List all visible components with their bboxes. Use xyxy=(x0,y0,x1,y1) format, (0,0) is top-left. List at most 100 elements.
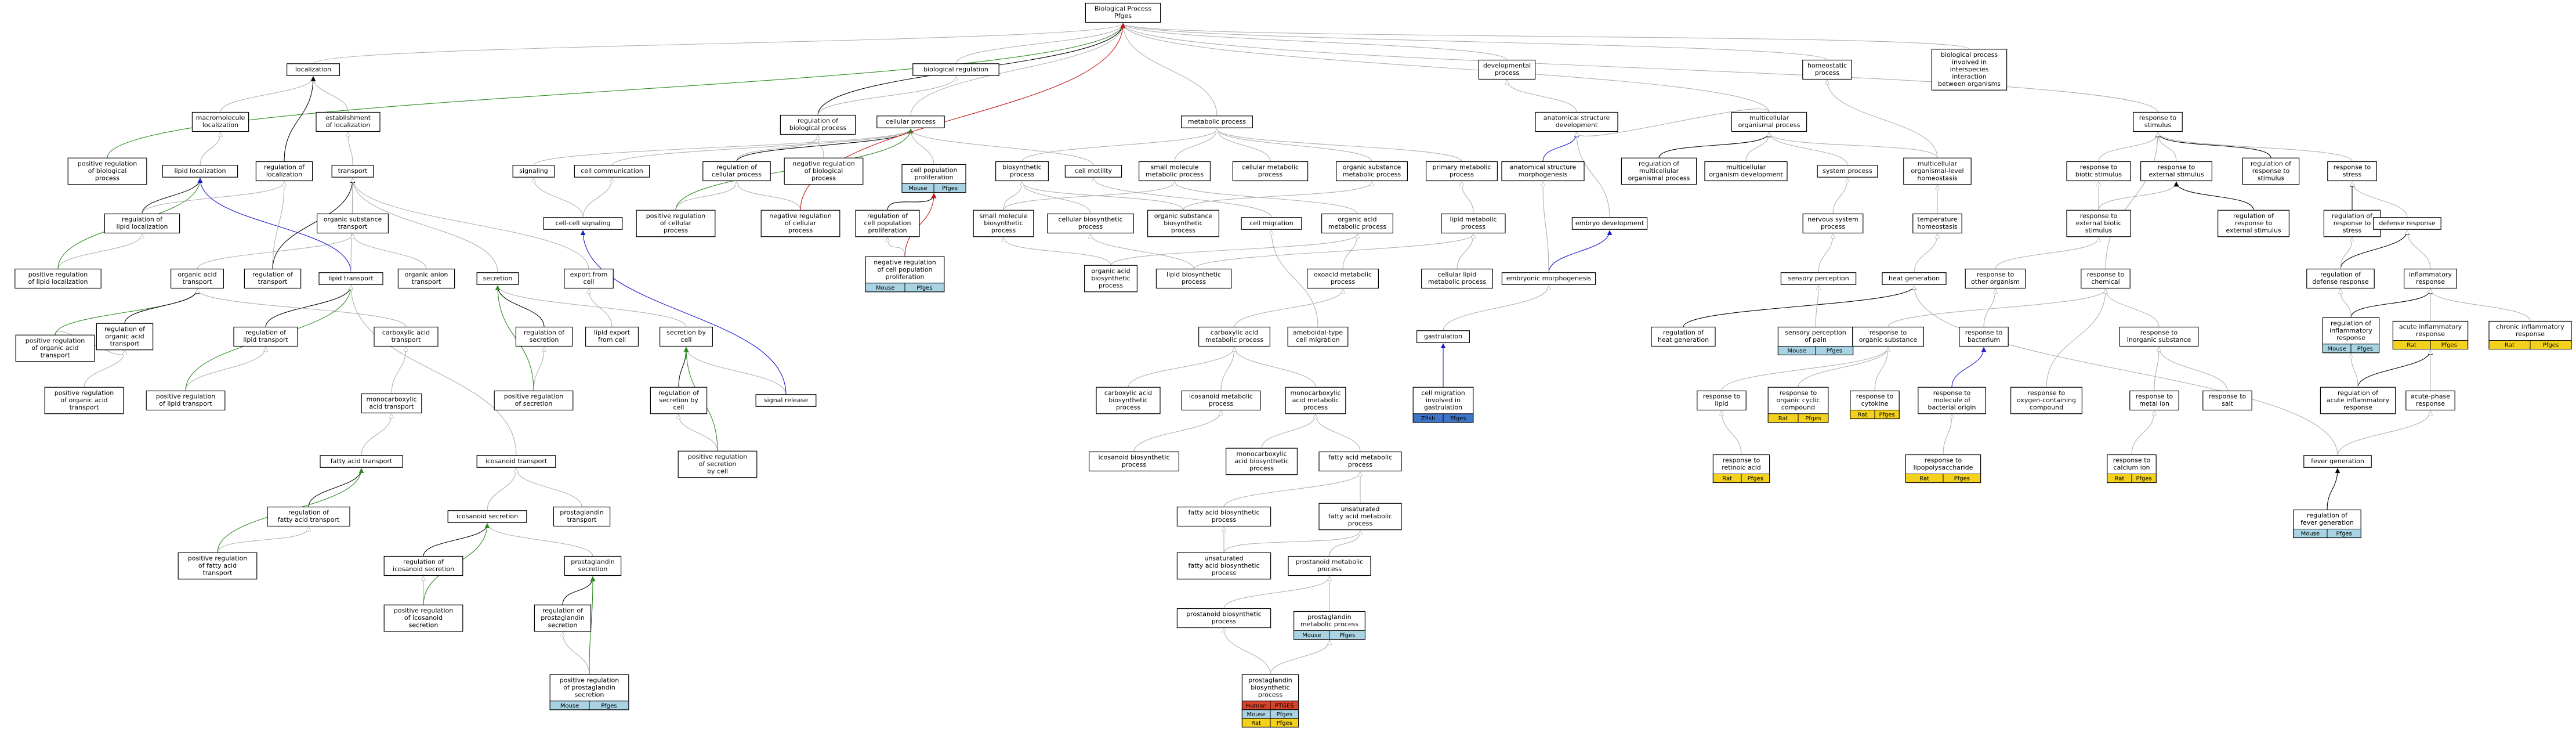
go-term-node[interactable]: fever generation xyxy=(2303,455,2372,468)
go-term-node[interactable]: heat generation xyxy=(1882,272,1947,285)
go-term-node[interactable]: embryonic morphogenesis xyxy=(1501,272,1596,285)
go-term-node[interactable]: defense response xyxy=(2373,217,2441,230)
go-term-node[interactable]: fatty acid transport xyxy=(320,455,403,468)
go-term-node[interactable]: gastrulation xyxy=(1416,330,1470,343)
go-term-node[interactable]: sensory perception xyxy=(1780,272,1857,285)
go-term-node[interactable]: cellular process xyxy=(876,116,945,128)
go-term-node[interactable]: cell motility xyxy=(1064,165,1122,178)
go-term-node[interactable]: icosanoid secretion xyxy=(447,510,527,523)
go-term-node[interactable]: signal release xyxy=(755,394,817,407)
go-term-node[interactable]: metabolic process xyxy=(1180,116,1253,128)
go-term-node[interactable]: cell migration xyxy=(1241,217,1302,230)
go-term-node[interactable]: biological regulation xyxy=(912,63,999,76)
go-term-node[interactable]: secretion xyxy=(476,272,519,285)
go-term-node[interactable]: cell-cell signaling xyxy=(543,217,623,230)
go-term-node[interactable]: cell communication xyxy=(574,165,650,178)
go-term-node[interactable]: transport xyxy=(331,165,374,178)
go-term-node[interactable]: signaling xyxy=(512,165,555,178)
go-term-node[interactable]: system process xyxy=(1817,165,1878,178)
go-term-node[interactable]: embryo development xyxy=(1571,217,1648,230)
go-term-node[interactable]: icosanoid transport xyxy=(476,455,556,468)
